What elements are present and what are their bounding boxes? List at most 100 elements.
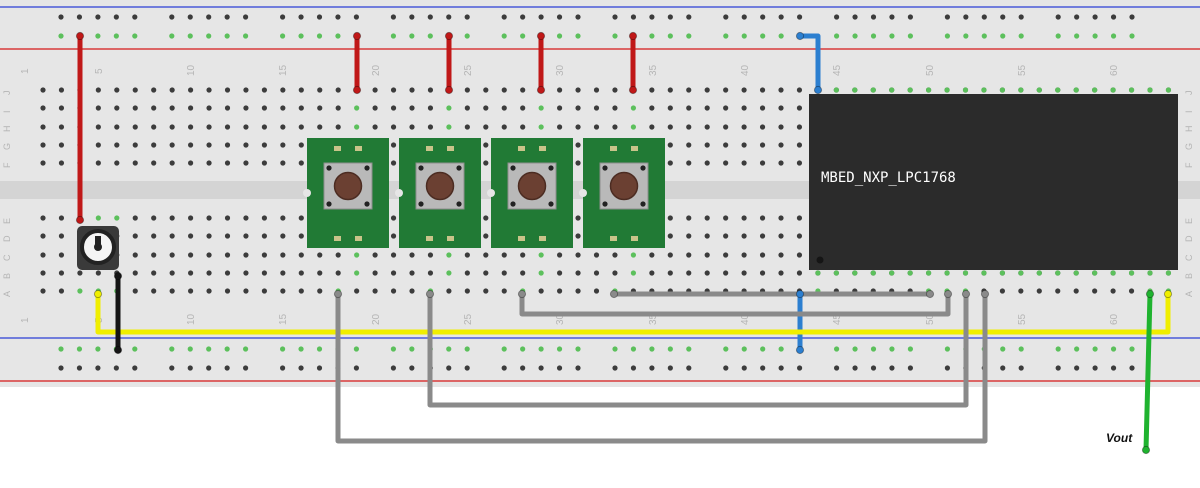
- breadboard-hole: [40, 87, 46, 93]
- rail-hole: [316, 365, 323, 371]
- breadboard-hole: [446, 288, 452, 294]
- blue-wire: [797, 33, 821, 93]
- rail-hole: [538, 14, 544, 20]
- column-number: 55: [1017, 313, 1028, 325]
- breadboard-hole: [243, 105, 249, 111]
- button-pad: [610, 146, 617, 151]
- chip-pin: [1073, 87, 1079, 93]
- rail-hole: [206, 365, 212, 371]
- breadboard-hole: [169, 160, 175, 166]
- button-cap: [517, 171, 547, 201]
- rail-hole: [944, 346, 951, 352]
- row-letter: E: [1184, 218, 1194, 224]
- rail-hole: [206, 346, 212, 352]
- breadboard-hole: [630, 252, 637, 258]
- yellow-wire: [95, 291, 1171, 335]
- breadboard-hole: [483, 270, 489, 276]
- breadboard-hole: [188, 288, 194, 294]
- rail-hole: [741, 365, 747, 371]
- rail-hole: [464, 33, 470, 39]
- wire-end: [113, 345, 123, 355]
- breadboard-hole: [40, 160, 46, 166]
- row-letter: H: [2, 126, 12, 133]
- breadboard-hole: [132, 233, 138, 239]
- breadboard-hole: [557, 105, 563, 111]
- breadboard-hole: [796, 252, 803, 258]
- row-letter: D: [1184, 235, 1194, 242]
- row-letter: D: [2, 235, 12, 242]
- chip-pin: [1055, 270, 1061, 276]
- wire-end: [352, 85, 362, 95]
- button-pad: [426, 146, 433, 151]
- breadboard-hole: [796, 270, 803, 276]
- breadboard-hole: [759, 87, 766, 93]
- rail-hole: [556, 33, 563, 39]
- rail-hole: [501, 365, 507, 371]
- breadboard-hole: [151, 105, 157, 111]
- breadboard-hole: [298, 215, 304, 221]
- breadboard-hole: [114, 215, 120, 221]
- rail-hole: [575, 33, 581, 39]
- rail-hole: [1092, 14, 1098, 20]
- button-screw: [364, 165, 370, 171]
- breadboard-hole: [280, 252, 286, 258]
- breadboard-hole: [40, 142, 46, 148]
- button-screw: [548, 165, 554, 171]
- breadboard-hole: [354, 288, 360, 294]
- wire-end: [517, 289, 527, 299]
- wire-end: [813, 85, 823, 95]
- breadboard-hole: [261, 160, 267, 166]
- rail-hole: [556, 14, 563, 20]
- rail-hole: [760, 14, 766, 20]
- breadboard-hole: [538, 270, 544, 276]
- rail-hole: [649, 346, 655, 352]
- rail-hole: [889, 33, 895, 39]
- row-letter: H: [1184, 126, 1194, 133]
- breadboard-hole: [538, 288, 544, 294]
- breadboard-hole: [778, 105, 784, 111]
- column-number: 55: [1017, 64, 1028, 76]
- breadboard-hole: [132, 160, 138, 166]
- breadboard-hole: [723, 215, 729, 221]
- column-number: 30: [555, 64, 566, 76]
- rail-hole: [944, 33, 951, 39]
- rail-hole: [427, 14, 433, 20]
- rail-hole: [298, 14, 304, 20]
- rail-hole: [1110, 365, 1117, 371]
- breadboard-hole: [335, 270, 341, 276]
- rail-hole: [95, 365, 101, 371]
- breadboard-hole: [372, 252, 378, 258]
- breadboard-hole: [280, 160, 286, 166]
- breadboard-hole: [759, 215, 766, 221]
- rail-hole: [907, 346, 914, 352]
- rail-hole: [76, 14, 83, 20]
- wire-end: [795, 345, 805, 355]
- button-pad: [631, 236, 638, 241]
- breadboard-hole: [151, 252, 157, 258]
- rail-hole: [981, 33, 987, 39]
- breadboard-hole: [741, 252, 747, 258]
- breadboard-hole: [243, 233, 249, 239]
- breadboard-hole: [77, 270, 83, 276]
- breadboard-hole: [538, 124, 544, 130]
- rail-hole: [1000, 365, 1006, 371]
- breadboard-hole: [354, 270, 360, 276]
- breadboard-hole: [261, 288, 267, 294]
- rail-hole: [575, 14, 581, 20]
- breadboard-hole: [1073, 288, 1079, 294]
- column-number: 15: [278, 313, 289, 325]
- wire-end: [980, 289, 990, 299]
- chip-pin: [1092, 270, 1098, 276]
- rail-hole: [1092, 346, 1098, 352]
- button-pad: [334, 236, 341, 241]
- breadboard-hole: [778, 142, 784, 148]
- wire-end: [628, 31, 638, 41]
- breadboard-hole: [132, 288, 138, 294]
- breadboard-hole: [483, 105, 489, 111]
- breadboard-hole: [520, 87, 526, 93]
- wire-end: [75, 31, 85, 41]
- breadboard-hole: [243, 215, 249, 221]
- breadboard-hole: [169, 124, 175, 130]
- row-letter: F: [2, 162, 12, 168]
- chip-pin: [1018, 270, 1024, 276]
